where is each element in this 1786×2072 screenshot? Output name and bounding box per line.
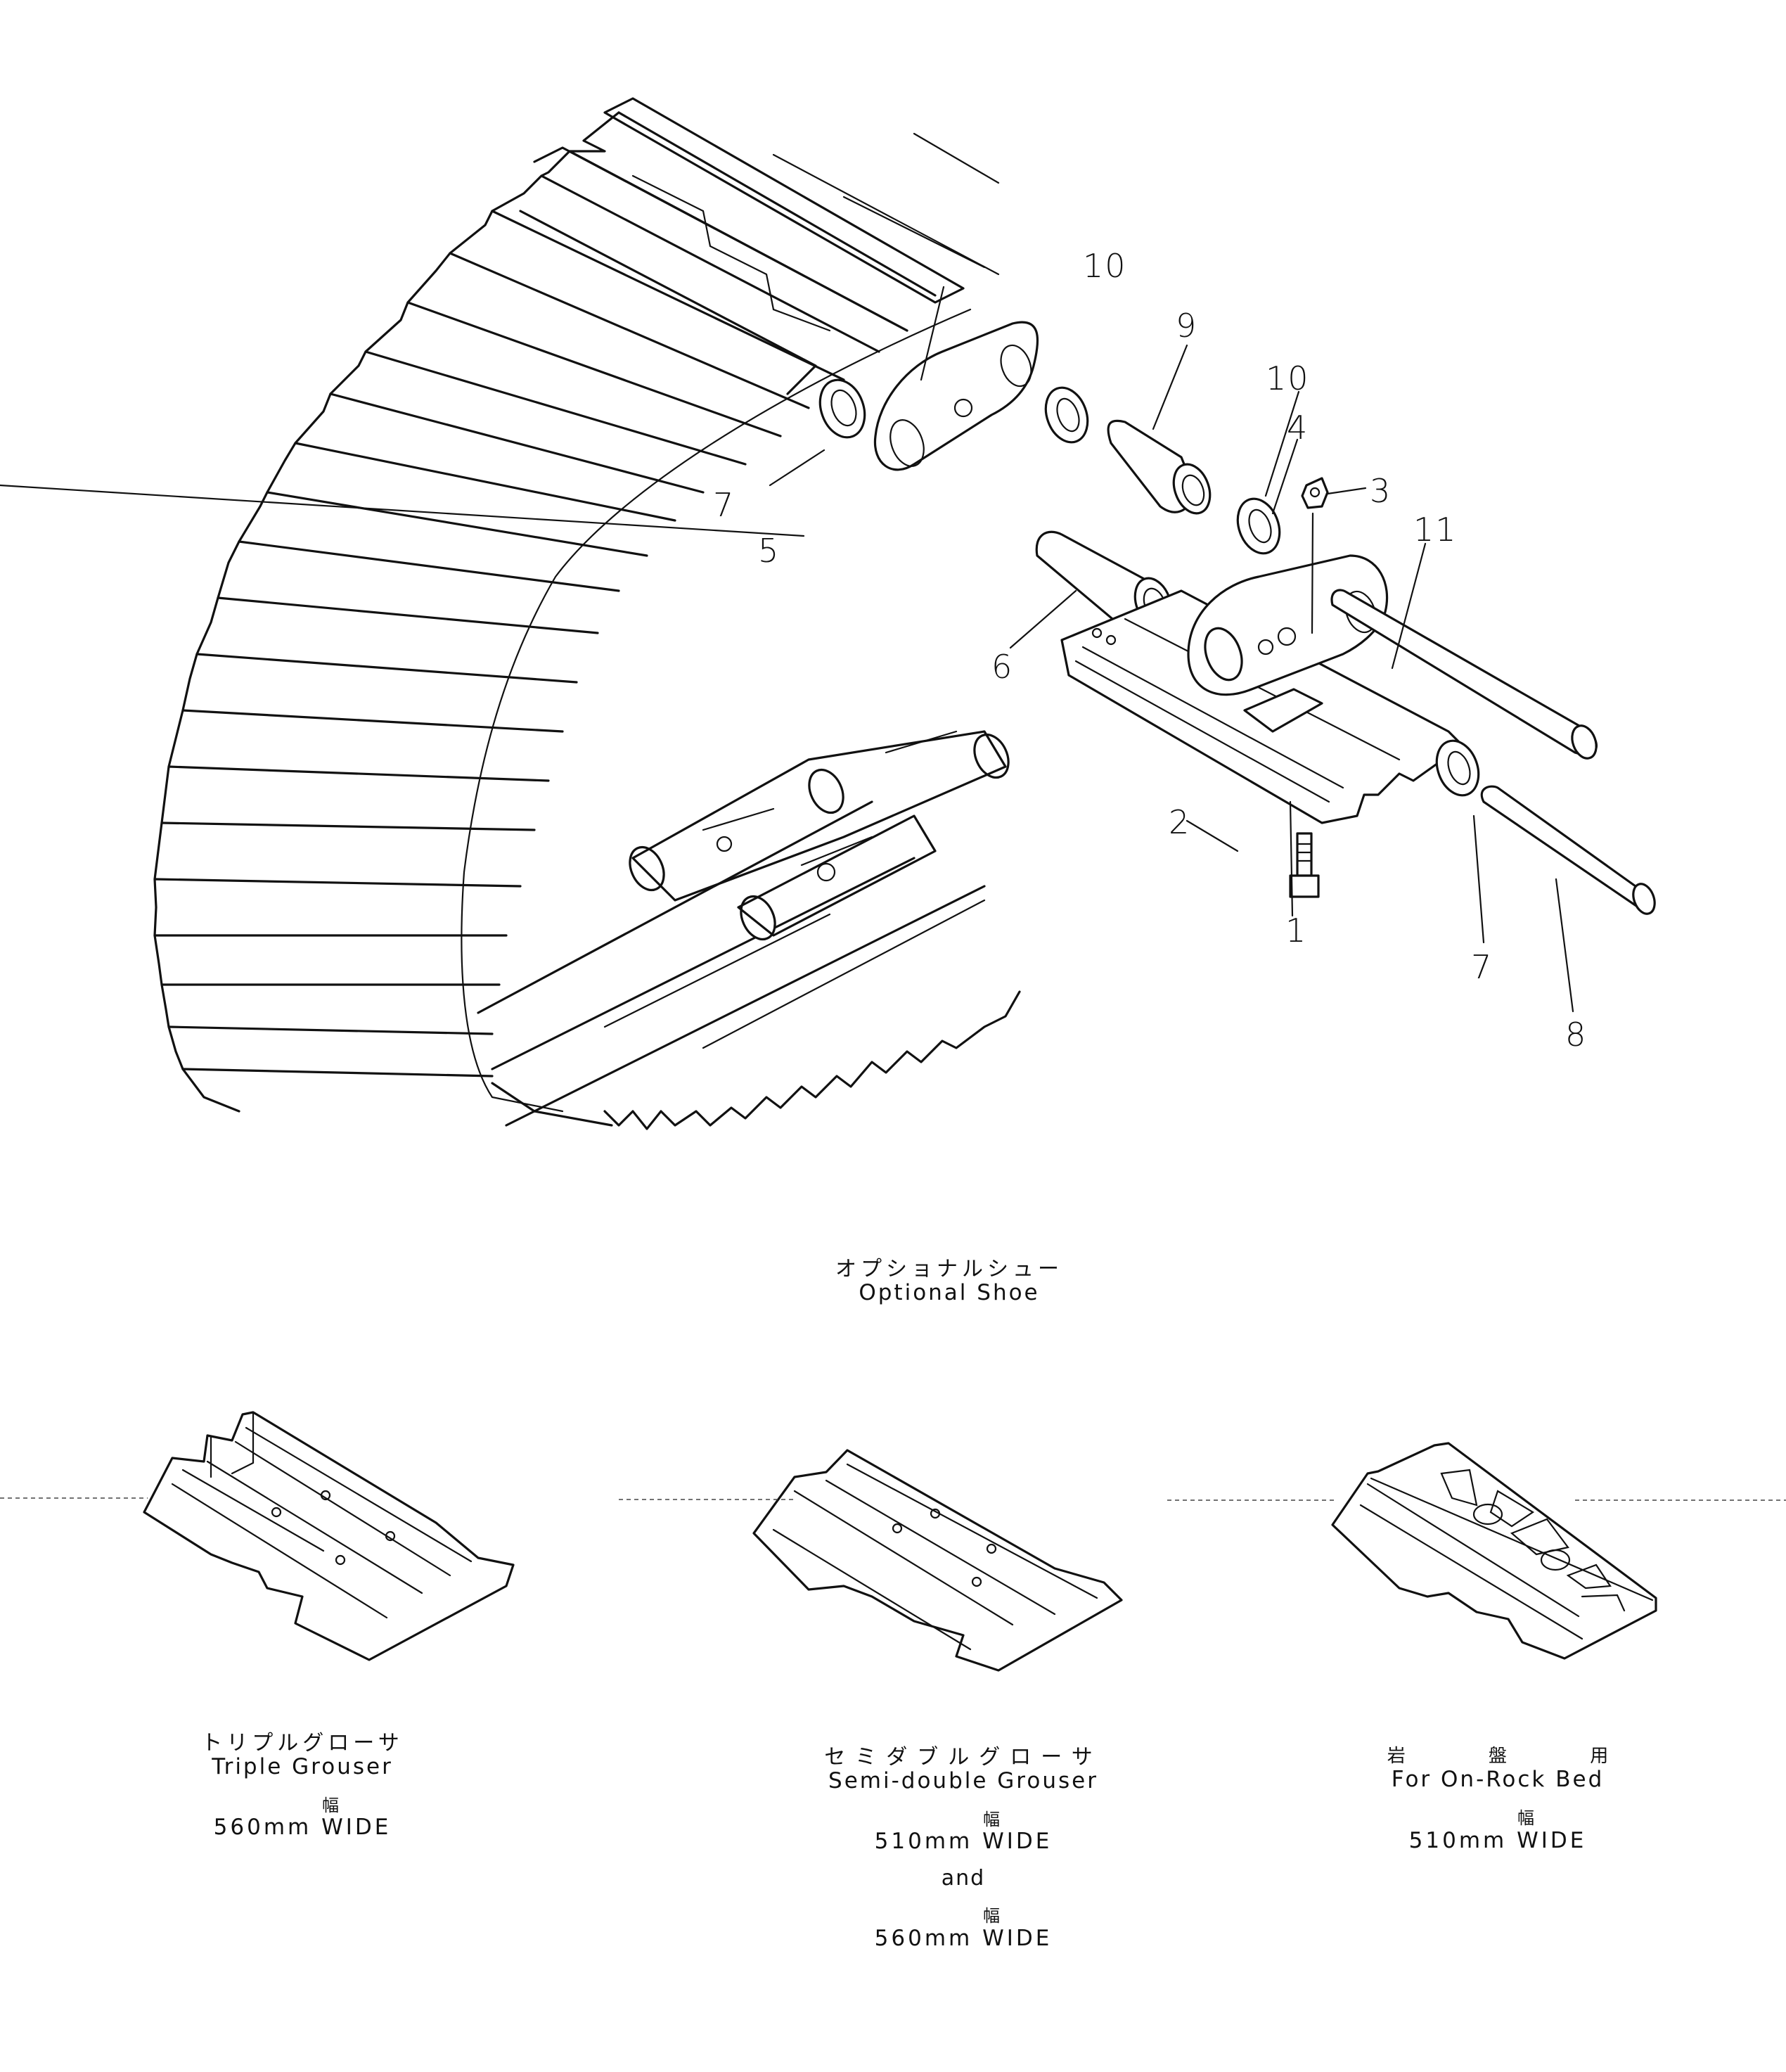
nut-3: [1301, 477, 1329, 509]
callout-8: 8: [1565, 1016, 1588, 1054]
triple-grouser-jp: トリプルグローサ: [201, 1731, 404, 1756]
seal-10-lower: [1236, 497, 1281, 555]
width-kanji: 幅: [983, 1906, 1000, 1926]
caption-semi-double-grouser: セミダブルグローサ Semi-double Grouser 幅 510mm WI…: [802, 1746, 1125, 1952]
optional-shoe-title: オプショナルシュー Optional Shoe: [816, 1258, 1083, 1306]
pin-8: [1480, 785, 1655, 912]
callout-1: 1: [1285, 912, 1308, 949]
rock-bed-en: For On-Rock Bed: [1391, 1767, 1605, 1793]
caption-triple-grouser: トリプルグローサ Triple Grouser 幅 560mm WIDE: [169, 1732, 436, 1841]
semi-double-grouser-en: Semi-double Grouser: [828, 1768, 1098, 1793]
seal-10-upper: [1044, 386, 1089, 444]
width-kanji: 幅: [1517, 1808, 1534, 1828]
exploded-parts: [818, 321, 1656, 915]
callout-10-lower: 10: [1266, 359, 1310, 397]
triple-grouser-width: 560mm WIDE: [213, 1815, 392, 1841]
shoe-bolt-2: [1296, 832, 1313, 877]
triple-grouser-en: Triple Grouser: [212, 1754, 393, 1779]
seal-7-upper: [818, 378, 866, 439]
caption-rock-bed: 岩 盤 用 For On-Rock Bed 幅 510mm WIDE: [1378, 1746, 1617, 1853]
width-joiner: and: [941, 1866, 986, 1891]
callout-7-upper: 7: [713, 486, 735, 524]
semi-double-grouser-jp: セミダブルグローサ: [824, 1745, 1103, 1770]
callout-6: 6: [991, 648, 1014, 686]
callout-11: 11: [1413, 511, 1458, 549]
title-en: Optional Shoe: [859, 1280, 1040, 1305]
width-kanji: 幅: [983, 1809, 1000, 1829]
rock-bed-jp: 岩 盤 用: [1387, 1746, 1609, 1767]
rock-bed-shoe-illustration: [1331, 1442, 1657, 1660]
semi-double-grouser-illustration: [752, 1449, 1123, 1672]
semi-double-grouser-width-510: 510mm WIDE: [874, 1829, 1053, 1855]
callout-10-upper: 10: [1083, 247, 1127, 285]
semi-double-grouser-width-560: 560mm WIDE: [874, 1925, 1053, 1951]
callout-3: 3: [1370, 472, 1392, 510]
link-5: [873, 321, 1039, 471]
title-jp: オプショナルシュー: [835, 1257, 1063, 1281]
callout-7-lower: 7: [1471, 948, 1493, 986]
callout-5: 5: [758, 532, 780, 570]
callout-2: 2: [1169, 803, 1191, 841]
rock-bed-width: 510mm WIDE: [1408, 1827, 1587, 1853]
leader-lines: [0, 286, 1574, 1013]
callout-9: 9: [1176, 307, 1198, 345]
width-kanji: 幅: [322, 1795, 339, 1815]
track-chain-assembly: [153, 97, 1021, 1130]
callout-4: 4: [1287, 409, 1309, 447]
triple-grouser-illustration: [143, 1411, 515, 1661]
